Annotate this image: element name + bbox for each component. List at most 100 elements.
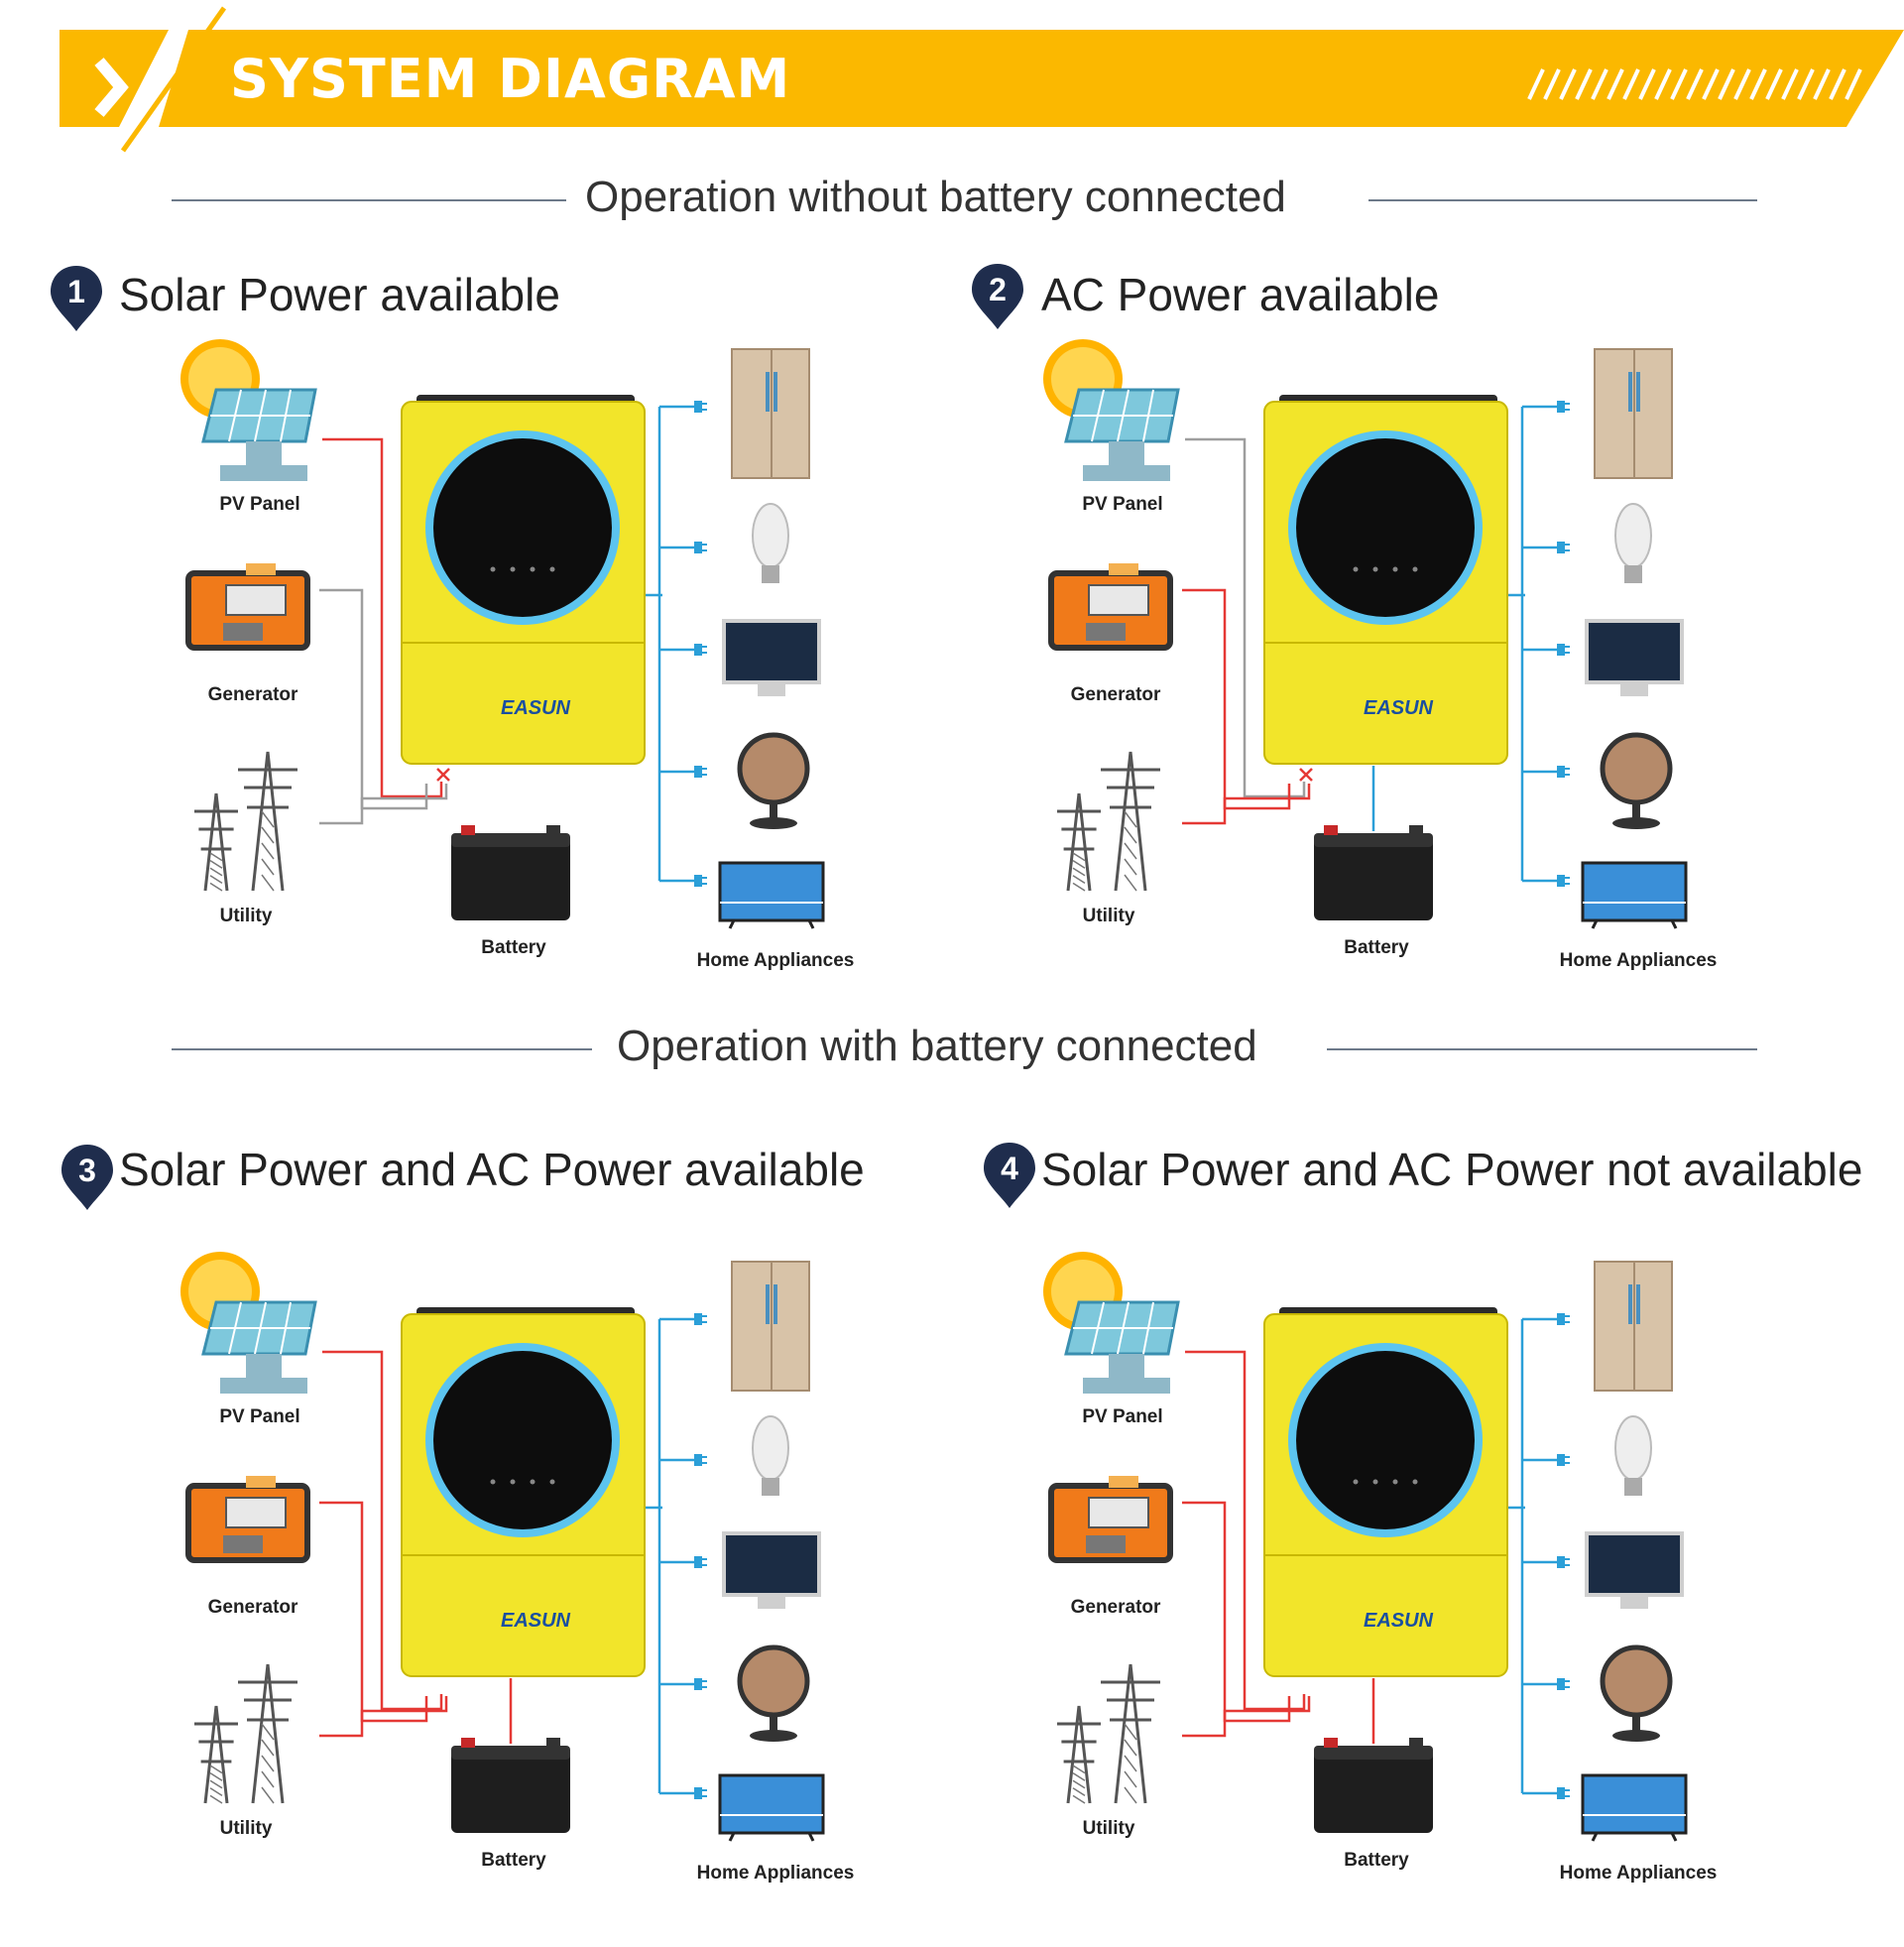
tv-icon	[1581, 861, 1688, 922]
inverter-display	[1296, 1351, 1475, 1529]
divider	[1368, 199, 1757, 201]
battery-label: Battery	[481, 1850, 546, 1871]
battery-terminal	[461, 1738, 475, 1748]
tv-leg	[807, 1832, 815, 1842]
plug-icon	[694, 1678, 702, 1690]
generator-icon	[185, 1483, 310, 1563]
pv-base	[220, 465, 307, 481]
plug-icon	[1557, 1313, 1565, 1325]
inverter-icon	[401, 401, 646, 765]
pv-line	[1185, 437, 1306, 798]
sun-core	[1051, 1260, 1115, 1323]
refrigerator-icon	[1594, 348, 1673, 479]
generator-icon	[1048, 570, 1173, 651]
inverter-ring	[1288, 430, 1483, 625]
fan-icon	[737, 732, 810, 805]
generator-label: Generator	[207, 1597, 298, 1618]
scenario-2-marker: 2	[972, 264, 1023, 329]
marker-number: 1	[67, 274, 85, 309]
generator-icon	[1048, 1483, 1173, 1563]
brand-logo: EASUN	[1364, 1610, 1434, 1632]
header-banner: SYSTEM DIAGRAM	[0, 0, 1904, 159]
tv-leg	[728, 919, 736, 929]
monitor-icon	[722, 619, 821, 684]
battery-icon	[451, 833, 570, 920]
divider	[172, 1048, 592, 1050]
appliances-label: Home Appliances	[696, 1863, 855, 1884]
sun-core	[188, 347, 252, 411]
pv-base	[220, 1378, 307, 1394]
battery-icon	[1314, 1746, 1433, 1833]
bulb-base	[762, 565, 779, 583]
bulb-icon	[752, 1415, 789, 1481]
generator-line	[1182, 588, 1291, 810]
sun-icon	[180, 1252, 260, 1331]
fan-base	[1612, 817, 1660, 829]
tv-icon	[718, 861, 825, 922]
inverter-ring	[425, 430, 620, 625]
inverter-ring	[425, 1343, 620, 1537]
generator-cap	[246, 563, 276, 575]
brand-logo: EASUN	[1364, 697, 1434, 719]
inverter-top	[416, 1307, 635, 1321]
pv-panel-icon	[1064, 388, 1180, 443]
battery-icon	[1314, 833, 1433, 920]
inverter-icon	[401, 1313, 646, 1677]
generator-panel	[1088, 1497, 1149, 1528]
disconnect-cross	[1299, 768, 1313, 782]
inverter-display	[1296, 438, 1475, 617]
fan-stem	[1632, 801, 1640, 821]
pv-line	[322, 437, 443, 798]
scenario-1-marker: 1	[51, 266, 102, 331]
scenario-3-title: Solar Power and AC Power available	[119, 1144, 865, 1195]
monitor-stand	[758, 1597, 785, 1609]
sun-icon	[1043, 339, 1123, 419]
generator-cap	[1109, 563, 1138, 575]
sun-core	[188, 1260, 252, 1323]
utility-line	[319, 784, 448, 825]
monitor-stand	[1620, 684, 1648, 696]
fan-icon	[1600, 732, 1673, 805]
battery-terminal	[461, 825, 475, 835]
battery-terminal	[1409, 1738, 1423, 1748]
plug-icon	[1557, 1556, 1565, 1568]
plug-icon	[694, 766, 702, 778]
plug-icon	[1557, 875, 1565, 887]
generator-cap	[246, 1476, 276, 1488]
fan-base	[1612, 1730, 1660, 1742]
generator-panel	[225, 584, 287, 616]
utility-tower-icon	[1066, 1705, 1092, 1804]
fan-stem	[1632, 1714, 1640, 1734]
bulb-icon	[752, 503, 789, 568]
tv-icon	[718, 1773, 825, 1835]
scenario-2-title: AC Power available	[1041, 269, 1440, 320]
inverter-icon	[1263, 401, 1508, 765]
inverter-top	[416, 395, 635, 409]
utility-line	[1182, 1696, 1311, 1738]
utility-line	[1182, 784, 1311, 825]
monitor-icon	[1585, 1531, 1684, 1597]
plug-icon	[1557, 766, 1565, 778]
scenario-3-marker: 3	[61, 1145, 113, 1210]
utility-tower-icon	[203, 792, 229, 892]
pv-label: PV Panel	[1082, 1406, 1163, 1427]
bulb-base	[1624, 565, 1642, 583]
plug-icon	[1557, 1787, 1565, 1799]
pv-stand	[1109, 441, 1144, 465]
marker-number: 4	[1001, 1151, 1018, 1186]
plug-icon	[1557, 401, 1565, 413]
generator-line	[1182, 1501, 1291, 1723]
generator-engine	[223, 1535, 263, 1553]
pv-label: PV Panel	[1082, 494, 1163, 515]
appliances-label: Home Appliances	[1559, 1863, 1718, 1884]
generator-engine	[223, 623, 263, 641]
refrigerator-icon	[731, 348, 810, 479]
pv-panel-icon	[1064, 1300, 1180, 1356]
pv-panel-icon	[201, 388, 317, 443]
battery-terminal	[1324, 825, 1338, 835]
utility-tower-icon	[203, 1705, 229, 1804]
battery-top	[451, 833, 570, 847]
utility-label: Utility	[219, 1818, 273, 1839]
utility-tower-icon	[251, 1663, 285, 1804]
inverter-ring	[1288, 1343, 1483, 1537]
